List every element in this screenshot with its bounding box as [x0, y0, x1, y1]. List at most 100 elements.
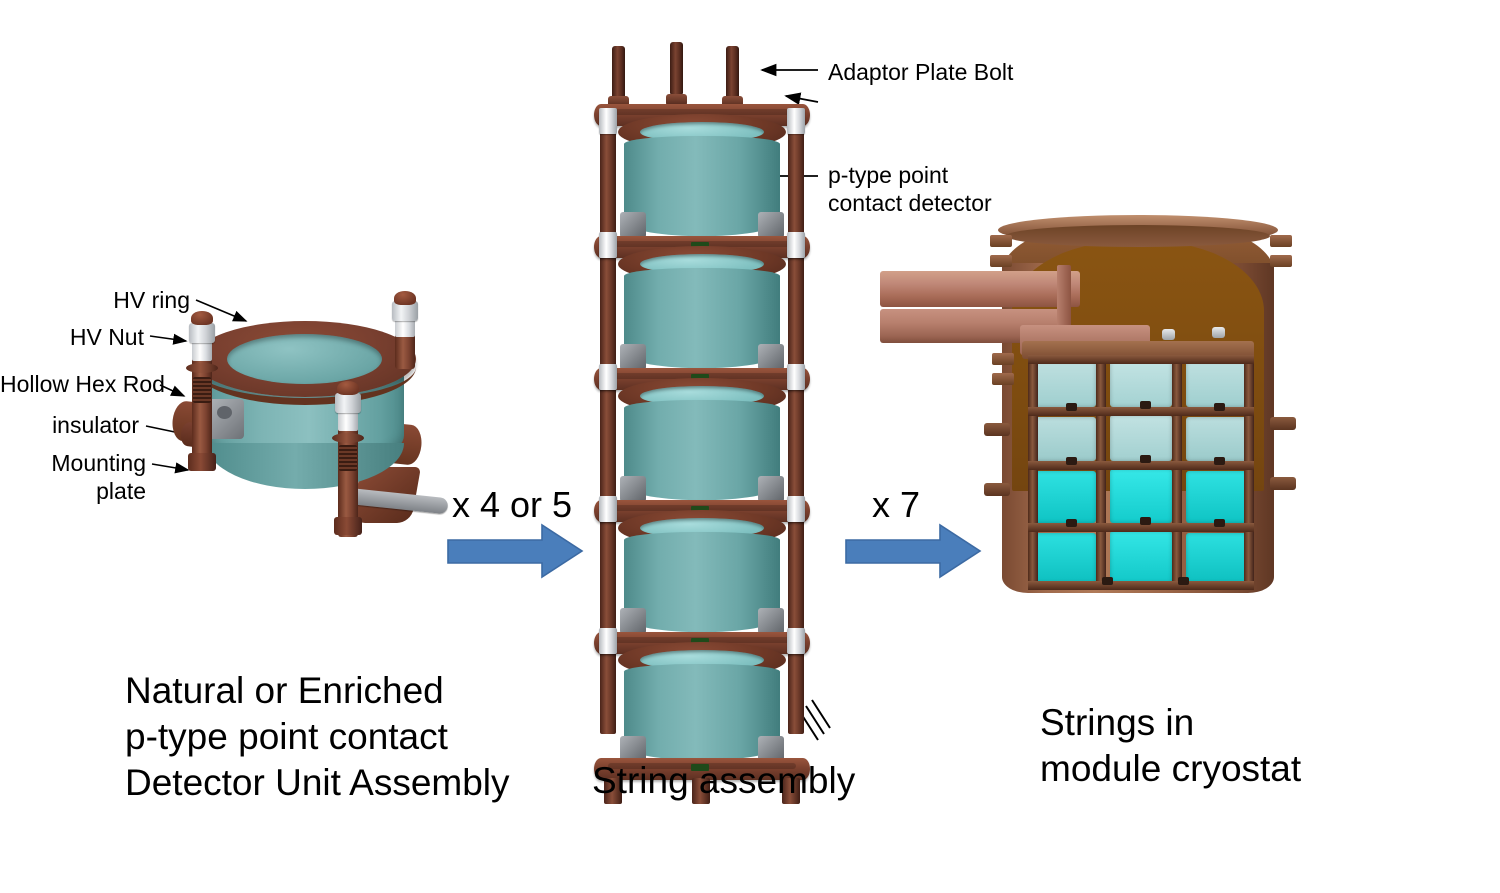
hollow-hex-rod-back	[392, 291, 418, 369]
p-type-point-contact-detector-5	[624, 664, 780, 760]
insulator-block-3r	[758, 476, 784, 502]
tray-hardware-1	[1066, 403, 1077, 411]
cryostat-flange-4	[1270, 255, 1292, 267]
signal-chip-1	[691, 242, 709, 249]
string-post-3	[1172, 355, 1182, 587]
p-type-point-contact-detector-1	[624, 136, 780, 236]
signal-chip-3	[691, 506, 709, 513]
tray-hardware-9	[1214, 519, 1225, 527]
tray-hardware-6	[1214, 457, 1225, 465]
tray-hardware-11	[1178, 577, 1189, 585]
detector-crystal-top-face	[227, 334, 382, 384]
detector-r1c2	[1110, 359, 1172, 407]
detector-r3c2	[1110, 469, 1172, 523]
caption-module-cryostat: Strings in module cryostat	[1040, 702, 1302, 789]
multiplier-label-1: x 4 or 5	[452, 484, 573, 525]
caption-string-assembly: String assembly	[592, 760, 856, 801]
cryostat-flange-2	[990, 255, 1012, 267]
p-type-point-contact-detector-3	[624, 400, 780, 500]
tray-rail-5	[1028, 581, 1254, 590]
tray-nut-1	[1162, 329, 1175, 340]
crossarm-pipe-upper	[880, 271, 1080, 307]
insulator-block-2r	[758, 344, 784, 370]
adaptor-plate-bolt-head-2	[666, 94, 687, 106]
detector-r1c3	[1186, 361, 1248, 407]
adaptor-plate-bolt-2	[670, 42, 683, 94]
string-foot-left	[604, 778, 622, 804]
string-post-4	[1244, 355, 1254, 587]
cryostat-port-3	[1270, 417, 1296, 430]
hollow-hex-rod-left	[186, 311, 218, 471]
adaptor-plate-bolt-1	[612, 46, 625, 98]
tray-hardware-10	[1102, 577, 1113, 585]
cryostat-port-4	[1270, 477, 1296, 490]
hv-ring-lip	[194, 329, 416, 405]
callout-hv-ring: HV ring	[113, 287, 190, 313]
callout-adaptor-plate-bolt: Adaptor Plate Bolt	[828, 59, 1014, 85]
tray-nut-2	[1212, 327, 1225, 338]
string-foot-center	[692, 778, 710, 804]
hex-rod-column-left	[600, 106, 616, 734]
tray-rail-1	[1028, 355, 1254, 364]
signal-chip-5	[691, 764, 709, 771]
detector-grid	[1028, 355, 1254, 590]
callout-mounting-plate: Mounting plate	[51, 450, 146, 505]
hollow-hex-rod-front	[332, 381, 364, 537]
string-foot-right	[782, 778, 800, 804]
detector-r4c3	[1186, 533, 1248, 583]
p-type-point-contact-detector-4	[624, 532, 780, 632]
insulator-block-3l	[620, 476, 646, 502]
tray-hardware-5	[1140, 455, 1151, 463]
tray-rail-2	[1028, 407, 1254, 416]
callout-p-type-detector: p-type point contact detector	[828, 162, 992, 217]
cryostat-top-rim-shade	[1006, 225, 1270, 247]
signal-chip-2	[691, 374, 709, 381]
detector-r2c3	[1186, 417, 1248, 461]
insulator-block-5l	[620, 736, 646, 762]
cryostat-flange-5	[992, 353, 1014, 365]
cryostat-flange-3	[1270, 235, 1292, 247]
cryostat-flange-1	[990, 235, 1012, 247]
callout-hv-nut: HV Nut	[69, 324, 144, 350]
cryostat-flange-6	[992, 373, 1014, 385]
detector-r3c3	[1186, 471, 1248, 523]
string-post-1	[1028, 355, 1038, 587]
detector-unit-assembly-drawing	[150, 291, 470, 555]
callout-hollow-hex-rod: Hollow Hex Rod	[0, 371, 165, 397]
detector-r2c1	[1034, 417, 1096, 461]
string-post-2	[1096, 355, 1106, 587]
tray-rail-3	[1028, 461, 1254, 470]
detector-r4c1	[1034, 533, 1096, 583]
string-assembly-drawing	[586, 42, 818, 804]
signal-chip-4	[691, 638, 709, 645]
hex-rod-column-right	[788, 106, 804, 734]
insulator-block-5r	[758, 736, 784, 762]
multiplier-label-2: x 7	[872, 484, 921, 525]
tray-hardware-7	[1066, 519, 1077, 527]
tray-hardware-3	[1214, 403, 1225, 411]
callout-insulator: insulator	[52, 412, 139, 438]
insulator-block-1r	[758, 212, 784, 238]
tray-hardware-8	[1140, 517, 1151, 525]
detector-r1c1	[1034, 361, 1096, 407]
cryostat-port-1	[984, 423, 1010, 436]
detector-r4c2	[1110, 531, 1172, 583]
transition-arrow-1	[447, 523, 584, 579]
transition-arrow-2	[845, 523, 982, 579]
tray-hardware-2	[1140, 401, 1151, 409]
module-cryostat-drawing	[880, 205, 1340, 635]
tray-rail-4	[1028, 523, 1254, 532]
p-type-point-contact-detector-2	[624, 268, 780, 368]
insulator-block-1l	[620, 212, 646, 238]
detector-tray-lid	[1022, 341, 1254, 359]
insulator-block-4l	[620, 608, 646, 634]
insulator-block-4r	[758, 608, 784, 634]
cryostat-port-2	[984, 483, 1010, 496]
detector-r3c1	[1034, 471, 1096, 523]
caption-detector-unit-assembly: Natural or Enriched p-type point contact…	[125, 670, 510, 803]
insulator-block-2l	[620, 344, 646, 370]
tray-hardware-4	[1066, 457, 1077, 465]
detector-r2c2	[1110, 415, 1172, 461]
adaptor-plate-bolt-3	[726, 46, 739, 98]
